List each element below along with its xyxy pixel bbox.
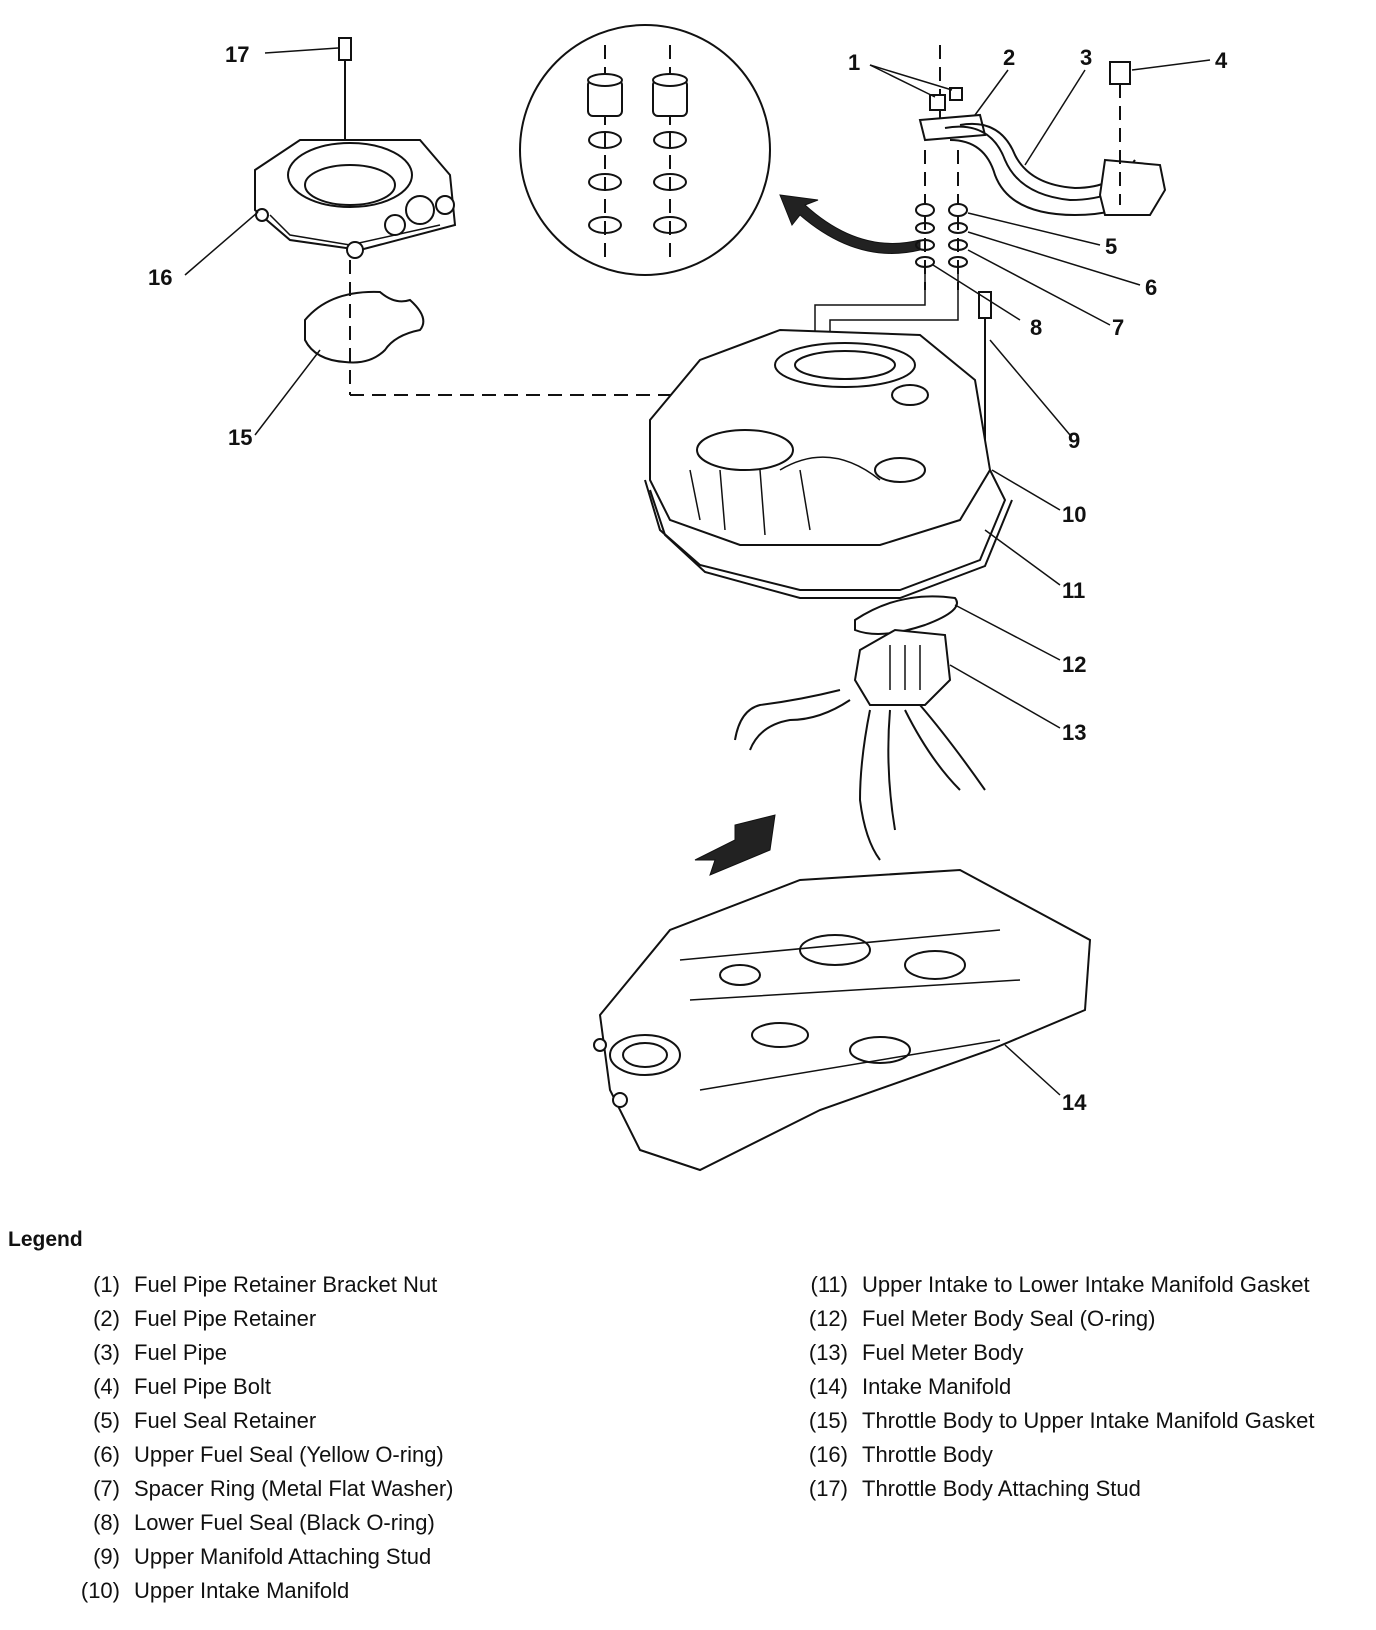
callout-1: 1 [848,50,860,75]
callout-3: 3 [1080,45,1092,70]
legend-label: Fuel Pipe Retainer [134,1306,317,1331]
legend-label: Fuel Seal Retainer [134,1408,317,1433]
callout-7: 7 [1112,315,1124,340]
callout-11: 11 [1062,578,1085,603]
legend-number: (4) [93,1374,120,1399]
callout-6: 6 [1145,275,1157,300]
legend-item: (17) Throttle Body Attaching Stud [780,1472,1340,1506]
intake-manifold-drawing [593,868,1092,1172]
legend-item: (12) Fuel Meter Body Seal (O-ring) [780,1302,1340,1336]
upper-intake-manifold-drawing [644,291,1013,599]
legend-label: Fuel Pipe [134,1340,227,1365]
legend-item: (7) Spacer Ring (Metal Flat Washer) [52,1472,692,1506]
legend-label: Throttle Body Attaching Stud [862,1476,1141,1501]
legend-label: Upper Intake Manifold [134,1578,350,1603]
legend-number: (5) [93,1408,120,1433]
legend-label: Lower Fuel Seal (Black O-ring) [134,1510,435,1535]
legend-label: Throttle Body [862,1442,993,1467]
callout-10: 10 [1062,502,1086,527]
legend-number: (17) [808,1476,848,1501]
callout-12: 12 [1062,652,1086,677]
legend-number: (2) [93,1306,120,1331]
legend-item: (16) Throttle Body [780,1438,1340,1472]
legend-item: (1) Fuel Pipe Retainer Bracket Nut [52,1268,692,1302]
legend-label: Throttle Body to Upper Intake Manifold G… [862,1408,1315,1433]
legend-item: (13) Fuel Meter Body [780,1336,1340,1370]
legend-label: Upper Manifold Attaching Stud [134,1544,432,1569]
legend-item: (8) Lower Fuel Seal (Black O-ring) [52,1506,692,1540]
legend-number: (15) [808,1408,848,1433]
legend-number: (11) [810,1272,849,1297]
callout-17: 17 [225,42,249,67]
legend-item: (2) Fuel Pipe Retainer [52,1302,692,1336]
legend-label: Spacer Ring (Metal Flat Washer) [134,1476,454,1501]
legend-item: (15) Throttle Body to Upper Intake Manifo… [780,1404,1340,1438]
legend-title: Legend [8,1228,83,1251]
legend-number: (16) [808,1442,848,1467]
fuel-meter-body-drawing [694,595,986,876]
throttle-body-drawing [254,37,457,259]
legend-column-left: (1) Fuel Pipe Retainer Bracket Nut (2) Fue… [52,1268,692,1608]
legend-item: (4) Fuel Pipe Bolt [52,1370,692,1404]
legend-number: (6) [93,1442,120,1467]
legend-number: (1) [93,1272,120,1297]
legend-label: Fuel Pipe Bolt [134,1374,271,1399]
legend-item: (6) Upper Fuel Seal (Yellow O-ring) [52,1438,692,1472]
legend-label: Fuel Pipe Retainer Bracket Nut [134,1272,438,1297]
legend-label: Fuel Meter Body Seal (O-ring) [862,1306,1156,1331]
legend-item: (11) Upper Intake to Lower Intake Manifol… [780,1268,1340,1302]
callout-13: 13 [1062,720,1086,745]
exploded-view-diagram: 17 16 15 1 2 3 4 5 6 7 8 9 10 11 12 13 1… [148,24,1228,1172]
fuel-pipe-drawing [814,45,1167,380]
legend-label: Upper Fuel Seal (Yellow O-ring) [134,1442,444,1467]
callout-15: 15 [228,425,252,450]
legend-number: (7) [93,1476,120,1501]
callout-5: 5 [1105,234,1117,259]
legend-number: (14) [808,1374,848,1399]
seal-detail-circle [519,24,921,276]
callout-8: 8 [1030,315,1042,340]
legend-item: (14) Intake Manifold [780,1370,1340,1404]
callout-2: 2 [1003,45,1015,70]
legend-item: (5) Fuel Seal Retainer [52,1404,692,1438]
legend-number: (13) [808,1340,848,1365]
legend-label: Fuel Meter Body [862,1340,1024,1365]
legend-item: (3) Fuel Pipe [52,1336,692,1370]
callout-14: 14 [1062,1090,1087,1115]
callout-labels: 17 16 15 1 2 3 4 5 6 7 8 9 10 11 12 13 1… [148,42,1228,1115]
callout-4: 4 [1215,48,1228,73]
callout-16: 16 [148,265,172,290]
legend-column-right: (11) Upper Intake to Lower Intake Manifol… [780,1268,1340,1506]
throttle-body-gasket-drawing [304,290,425,364]
legend-number: (12) [808,1306,848,1331]
legend-number: (10) [80,1578,120,1603]
leader-lines [184,47,1211,1096]
legend-item: (9) Upper Manifold Attaching Stud [52,1540,692,1574]
legend-label: Upper Intake to Lower Intake Manifold Ga… [862,1272,1310,1297]
legend-number: (8) [93,1510,120,1535]
legend-number: (3) [93,1340,120,1365]
legend-item: (10) Upper Intake Manifold [52,1574,692,1608]
legend-label: Intake Manifold [862,1374,1012,1399]
legend-number: (9) [93,1544,120,1569]
callout-9: 9 [1068,428,1080,453]
